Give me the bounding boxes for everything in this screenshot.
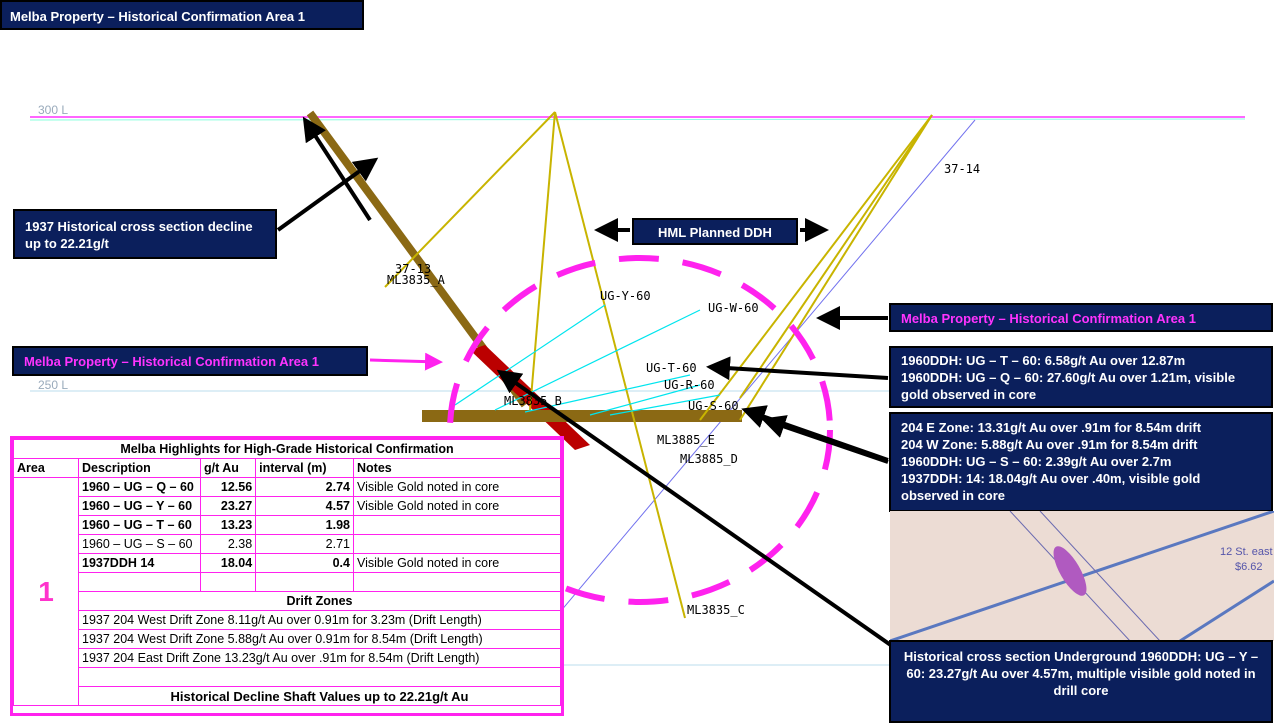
interval-cell: 4.57 (255, 496, 354, 516)
hole-label: UG-R-60 (664, 378, 715, 392)
highlights-table: Melba Highlights for High-Grade Historic… (10, 436, 564, 716)
drift-zones-callout: 204 E Zone: 13.31g/t Au over .91m for 8.… (889, 412, 1273, 512)
table-row: 1 1960 – UG – Q – 60 12.56 2.74 Visible … (13, 477, 561, 706)
page-title: Melba Property – Historical Confirmation… (0, 0, 364, 30)
au-cell: 12.56 (199, 477, 257, 497)
callout-line: 1960DDH: UG – T – 60: 6.58g/t Au over 12… (901, 353, 1186, 368)
decline-callout: 1937 Historical cross section decline up… (13, 209, 277, 259)
area-number: 1 (13, 477, 79, 706)
col-header: interval (m) (255, 458, 354, 478)
historical-section-photo: 12 St. east $6.62 (890, 511, 1274, 641)
col-header: Area (13, 458, 79, 478)
callout-line: 1960DDH: UG – S – 60: 2.39g/t Au over 2.… (901, 454, 1172, 469)
hole-label: ML3835_B (504, 394, 562, 408)
desc-cell: 1960 – UG – Q – 60 (78, 477, 201, 497)
notes-cell: Visible Gold noted in core (353, 477, 561, 497)
callout-line: 204 E Zone: 13.31g/t Au over .91m for 8.… (901, 420, 1202, 435)
hole-label: 37-14 (944, 162, 981, 176)
hole-label: ML3885_D (680, 452, 738, 466)
hole-label: UG-Y-60 (600, 289, 651, 303)
ug-y-callout: Historical cross section Underground 196… (889, 640, 1273, 723)
interval-cell: 2.74 (255, 477, 354, 497)
desc-cell: 1960 – UG – S – 60 (78, 534, 201, 554)
drift-row: 1937 204 West Drift Zone 8.11g/t Au over… (78, 610, 561, 630)
callout-line: 1960DDH: UG – Q – 60: 27.60g/t Au over 1… (901, 370, 1236, 402)
callout-line: 1937DDH: 14: 18.04g/t Au over .40m, visi… (901, 471, 1201, 503)
au-cell: 2.38 (199, 534, 257, 554)
au-cell: 18.04 (199, 553, 257, 573)
photo-note: $6.62 (1235, 561, 1263, 573)
au-cell: 23.27 (199, 496, 257, 516)
au-cell: 13.23 (199, 515, 257, 535)
table-row (14, 572, 561, 592)
area-callout-left: Melba Property – Historical Confirmation… (12, 346, 368, 376)
hole-label: UG-T-60 (646, 361, 697, 375)
notes-cell (353, 515, 561, 535)
hole-label: ML3835_C (687, 603, 745, 617)
planned-ddh-callout: HML Planned DDH (632, 218, 798, 245)
level-300-label: 300 L (38, 103, 69, 117)
interval-cell: 0.4 (255, 553, 354, 573)
hole-label: UG-S-60 (688, 399, 739, 413)
notes-cell (353, 534, 561, 554)
ug-t-q-callout: 1960DDH: UG – T – 60: 6.58g/t Au over 12… (889, 346, 1273, 408)
table-row: 1960 – UG – S – 60 2.38 2.71 (14, 534, 561, 554)
interval-cell: 2.71 (255, 534, 354, 554)
table-row: 1937DDH 14 18.04 0.4 Visible Gold noted … (14, 553, 561, 573)
hole-label: UG-W-60 (708, 301, 759, 315)
col-header: Notes (353, 458, 561, 478)
hole-label: ML3885_E (657, 433, 715, 447)
table-title: Melba Highlights for High-Grade Historic… (13, 439, 561, 459)
level-250-label: 250 L (38, 378, 69, 392)
col-header: Description (78, 458, 201, 478)
hole-label: 37-13 (395, 262, 432, 276)
hole-label: ML3835_A (387, 273, 445, 287)
desc-cell: 1960 – UG – T – 60 (78, 515, 201, 535)
callout-line: 204 W Zone: 5.88g/t Au over .91m for 8.5… (901, 437, 1198, 452)
notes-cell: Visible Gold noted in core (353, 496, 561, 516)
desc-cell: 1960 – UG – Y – 60 (78, 496, 201, 516)
table-row: 1960 – UG – Y – 60 23.27 4.57 Visible Go… (14, 496, 561, 516)
photo-note: 12 St. east (1220, 546, 1273, 558)
drift-row: 1937 204 West Drift Zone 5.88g/t Au over… (78, 629, 561, 649)
interval-cell: 1.98 (255, 515, 354, 535)
area-callout-right: Melba Property – Historical Confirmation… (889, 303, 1273, 332)
desc-cell: 1937DDH 14 (78, 553, 201, 573)
table-row: 1960 – UG – T – 60 13.23 1.98 (14, 515, 561, 535)
notes-cell: Visible Gold noted in core (353, 553, 561, 573)
col-header: g/t Au (199, 458, 257, 478)
drift-zones-title: Drift Zones (78, 591, 561, 611)
table-footer: Historical Decline Shaft Values up to 22… (78, 686, 561, 706)
drift-row: 1937 204 East Drift Zone 13.23g/t Au ove… (78, 648, 561, 668)
